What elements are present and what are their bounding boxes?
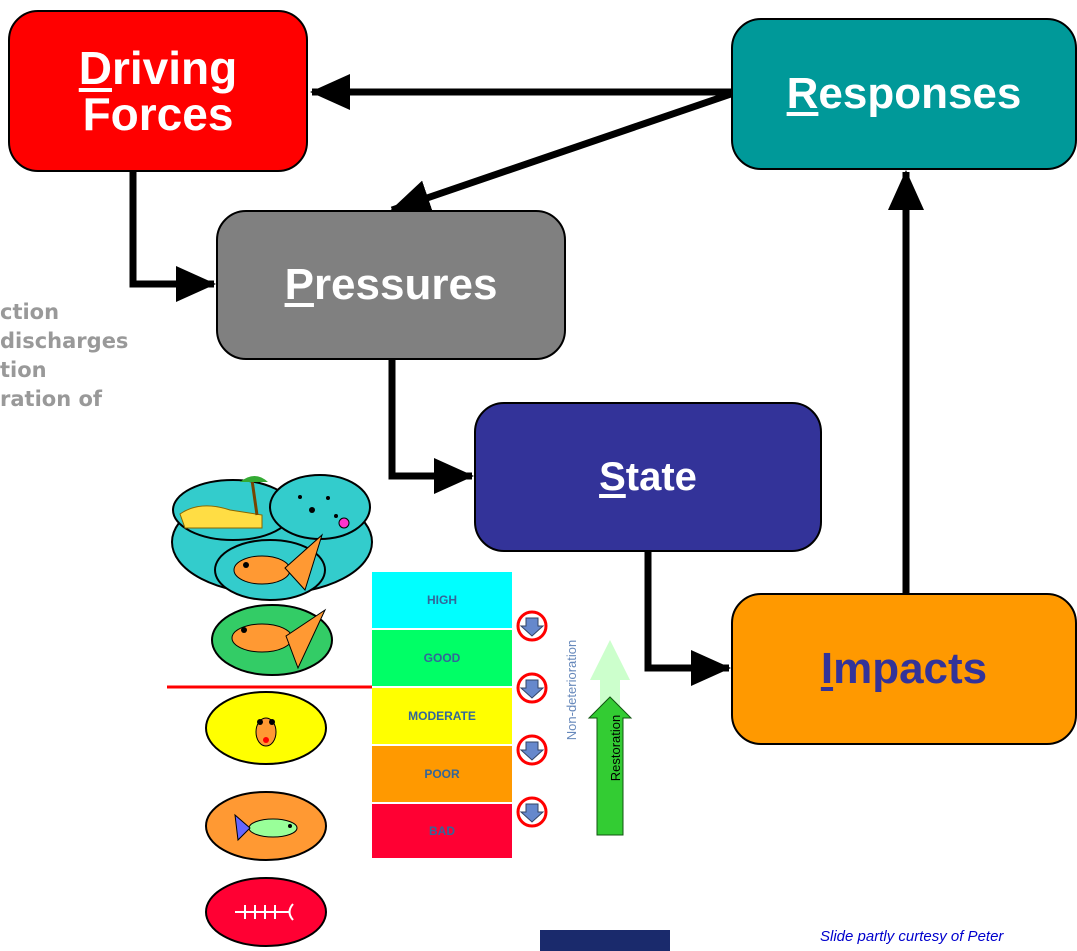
responses-box: Responses	[731, 18, 1077, 170]
impacts-box: Impacts	[731, 593, 1077, 745]
pressures-box: Pressures	[216, 210, 566, 360]
pressures-initial: P	[284, 260, 314, 309]
arrow-state-impacts	[644, 552, 731, 686]
arrow-responses-pressures	[390, 90, 733, 215]
no-deterioration-icon-2	[516, 672, 548, 704]
driving-forces-line2: Forces	[82, 88, 234, 140]
no-deterioration-icon-4	[516, 796, 548, 828]
driving-forces-box: Driving Forces	[8, 10, 308, 172]
slide-credit: Slide partly curtesy of Peter	[820, 928, 1004, 945]
state-box: State	[474, 402, 822, 552]
impacts-label: mpacts	[833, 644, 988, 693]
fish-poor-icon	[205, 791, 327, 861]
status-bad: BAD	[372, 804, 512, 858]
footer-block	[540, 930, 670, 951]
no-deterioration-icon-1	[516, 610, 548, 642]
fish-moderate-icon	[205, 691, 327, 765]
responses-label: esponses	[818, 69, 1022, 118]
pressures-label: ressures	[313, 260, 498, 309]
fish-bad-icon	[205, 877, 327, 947]
status-good: GOOD	[372, 630, 512, 686]
impacts-initial: I	[820, 644, 834, 693]
non-deterioration-arrow	[590, 640, 630, 720]
arrow-driving-pressures	[129, 172, 216, 302]
pressures-list-item: ction	[0, 300, 60, 324]
fish-good-icon	[211, 604, 333, 676]
ecosystem-illustration	[171, 474, 373, 601]
state-label: tate	[625, 454, 697, 499]
pressures-list-item: tion	[0, 358, 47, 382]
pressures-list-item: ration of	[0, 387, 103, 411]
status-high: HIGH	[372, 572, 512, 628]
driving-forces-line1: riving	[111, 42, 238, 94]
driving-forces-initial: D	[78, 42, 112, 94]
no-deterioration-icon-3	[516, 734, 548, 766]
pressures-list-item: discharges	[0, 329, 129, 353]
restoration-arrow	[587, 696, 633, 836]
state-initial: S	[599, 454, 626, 499]
arrow-pressures-state	[388, 360, 474, 494]
status-poor: POOR	[372, 746, 512, 802]
non-deterioration-label: Non-deterioration	[564, 639, 579, 741]
pressures-list: ction discharges tion ration of	[0, 298, 200, 414]
status-moderate: MODERATE	[372, 688, 512, 744]
restoration-label: Restoration	[608, 714, 623, 782]
responses-initial: R	[786, 69, 819, 118]
